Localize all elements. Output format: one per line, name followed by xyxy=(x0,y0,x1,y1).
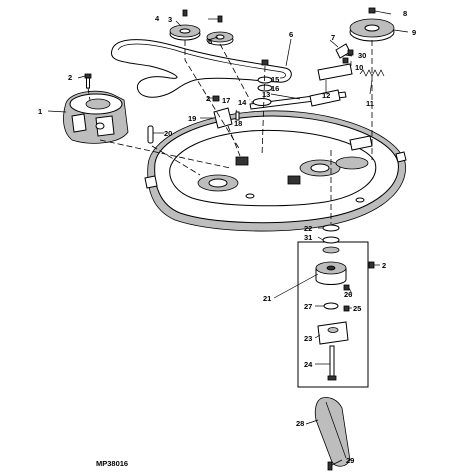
callout-19: 19 xyxy=(188,114,196,123)
callout-22: 22 xyxy=(304,224,312,233)
callout-13: 13 xyxy=(262,90,270,99)
callout-23: 23 xyxy=(304,334,312,343)
idler-arm xyxy=(249,89,347,110)
gearbox xyxy=(63,90,129,144)
callout-18: 18 xyxy=(234,119,242,128)
callout-29: 29 xyxy=(346,456,354,465)
callout-6: 6 xyxy=(289,30,293,39)
callout-7: 7 xyxy=(331,33,335,42)
callout-8: 8 xyxy=(403,9,407,18)
callout-20: 20 xyxy=(164,129,172,138)
figure-id: MP38016 xyxy=(96,459,128,468)
callout-5: 5 xyxy=(208,37,212,46)
callout-26: 26 xyxy=(344,290,352,299)
drive-belt xyxy=(110,39,292,98)
callout-9: 9 xyxy=(412,28,416,37)
callout-2: 2 xyxy=(68,73,72,82)
callout-21: 21 xyxy=(263,294,271,303)
callout-4: 4 xyxy=(155,14,160,23)
callout-3: 3 xyxy=(168,15,172,24)
callout-31: 31 xyxy=(304,233,312,242)
pin xyxy=(147,125,154,144)
callout-12: 12 xyxy=(322,91,330,100)
callout-labels: 1 2 3 4 5 6 7 8 9 10 11 12 13 14 15 16 1… xyxy=(38,9,416,465)
idler-pulley-small xyxy=(206,15,234,46)
alignment-lines xyxy=(87,40,373,224)
mower-deck xyxy=(144,110,407,232)
spindle-assembly xyxy=(297,224,375,388)
callout-24: 24 xyxy=(304,360,313,369)
callout-2b: 2 xyxy=(206,94,210,103)
bolt-upper-left xyxy=(84,73,92,89)
callout-28: 28 xyxy=(296,419,304,428)
idler-pulley-large xyxy=(169,9,201,41)
callout-15: 15 xyxy=(271,75,279,84)
idler-bracket xyxy=(317,43,354,81)
mower-blade xyxy=(314,397,351,471)
callout-10: 10 xyxy=(355,63,363,72)
callout-27: 27 xyxy=(304,302,312,311)
callout-1: 1 xyxy=(38,107,42,116)
callout-14: 14 xyxy=(238,98,247,107)
callout-17: 17 xyxy=(222,96,230,105)
idler-hardware xyxy=(212,59,273,129)
callout-11: 11 xyxy=(366,99,374,108)
spindle-pulley xyxy=(349,7,395,42)
leader-lines xyxy=(47,10,409,466)
callout-25: 25 xyxy=(353,304,361,313)
callout-2c: 2 xyxy=(382,261,386,270)
callout-16: 16 xyxy=(271,84,279,93)
callout-30: 30 xyxy=(358,51,366,60)
